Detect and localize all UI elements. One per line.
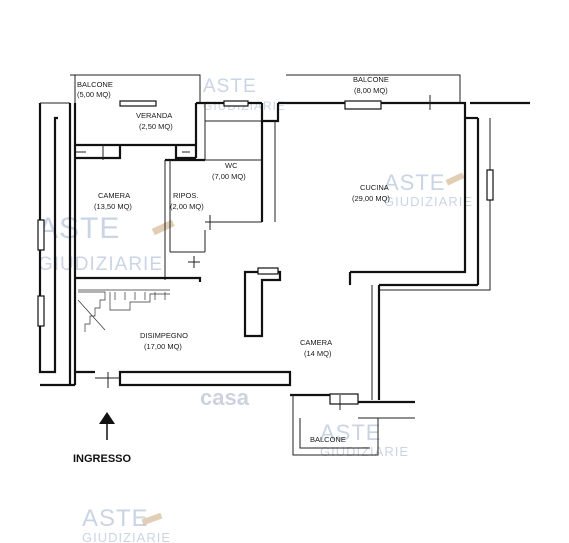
room-name: CUCINA: [360, 183, 389, 192]
room-balcone-left: BALCONE (5,00 MQ): [77, 80, 113, 99]
room-name: DISIMPEGNO: [140, 331, 188, 340]
room-balcone-bottom: BALCONE: [310, 435, 346, 444]
room-area: (29,00 MQ): [352, 194, 390, 203]
watermark-giudiziarie-bottom-text: GIUDIZIARIE: [82, 530, 171, 543]
watermark-aste-text: ASTE: [38, 212, 120, 245]
room-name: BALCONE: [77, 80, 113, 89]
room-area: (2,00 MQ): [170, 202, 204, 211]
watermark-aste-right-text: ASTE: [384, 170, 445, 195]
watermark-aste-br-text: ASTE: [320, 420, 381, 445]
watermark-aste-bottom-text: ASTE: [82, 505, 149, 532]
room-ripost: RIPOS. (2,00 MQ): [170, 191, 204, 211]
room-area: (13,50 MQ): [94, 202, 132, 211]
room-veranda: VERANDA (2,50 MQ): [136, 111, 173, 131]
entrance-arrow-icon: [99, 412, 115, 424]
watermark-giudiziarie-right-text: GIUDIZIARIE: [384, 194, 473, 209]
windows: [37, 100, 494, 405]
room-disimpegno: DISIMPEGNO (17,00 MQ): [140, 331, 188, 351]
watermark-right: ASTE GIUDIZIARIE: [384, 170, 473, 209]
entrance-label: INGRESSO: [73, 453, 132, 465]
room-area: (14 MQ): [304, 349, 332, 358]
room-camera-left: CAMERA (13,50 MQ): [94, 191, 132, 211]
room-area: (7,00 MQ): [212, 172, 246, 181]
room-name: CAMERA: [300, 338, 332, 347]
door-marks: [76, 95, 431, 410]
room-wc: WC (7,00 MQ): [212, 161, 246, 181]
room-area: (2,50 MQ): [139, 122, 173, 131]
gavel-icon-bottom: [141, 512, 163, 526]
watermark-center: ASTE GIUDIZIARIE: [38, 212, 175, 275]
room-area: (5,00 MQ): [77, 90, 111, 99]
stairs: [77, 289, 170, 332]
watermark-aste-top-text: ASTE: [203, 76, 257, 97]
room-name: BALCONE: [353, 75, 389, 84]
gavel-icon: [151, 219, 175, 236]
room-cucina: CUCINA (29,00 MQ): [352, 183, 390, 203]
watermark-giudiziarie-text: GIUDIZIARIE: [38, 254, 163, 275]
room-area: (17,00 MQ): [144, 342, 182, 351]
room-name: VERANDA: [136, 111, 172, 120]
watermark-giudiziarie-br-text: GIUDIZIARIE: [320, 444, 409, 459]
watermark-bottom: ASTE GIUDIZIARIE: [82, 505, 171, 543]
entrance: INGRESSO: [73, 412, 132, 465]
room-name: BALCONE: [310, 435, 346, 444]
room-camera-right: CAMERA (14 MQ): [300, 338, 332, 358]
room-area: (8,00 MQ): [354, 86, 388, 95]
gavel-icon-right: [445, 172, 465, 186]
room-balcone-top: BALCONE (8,00 MQ): [353, 75, 389, 95]
watermark-top: ASTE GIUDIZIARIE: [203, 76, 285, 113]
watermark-casa-text: casa: [200, 385, 250, 410]
room-name: WC: [225, 161, 238, 170]
room-name: RIPOS.: [173, 191, 198, 200]
room-name: CAMERA: [98, 191, 130, 200]
